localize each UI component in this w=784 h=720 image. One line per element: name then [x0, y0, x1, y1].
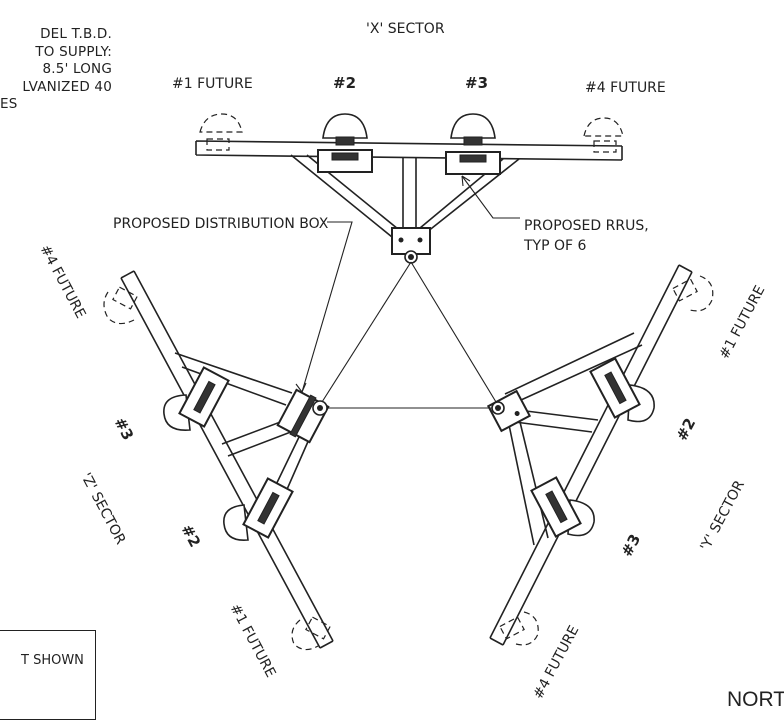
- note-line: ES: [0, 96, 18, 112]
- north-label: NORT: [727, 688, 784, 711]
- x-sector-label: 'X' SECTOR: [366, 21, 445, 37]
- x-sector-assembly: [195, 113, 624, 264]
- y-mount-plate: [486, 389, 532, 433]
- distribution-box-callout: PROPOSED DISTRIBUTION BOX: [113, 216, 329, 232]
- x-position-3-label: #3: [465, 74, 488, 92]
- y-future-antenna-1: [672, 275, 714, 312]
- rrus-callout-line1: PROPOSED RRUS,: [524, 218, 649, 234]
- y-position-4-label: #4 FUTURE: [530, 623, 582, 702]
- distribution-box: [276, 388, 330, 444]
- x-antenna-3: [445, 113, 501, 175]
- y-position-3-label: #3: [618, 531, 645, 560]
- z-position-3-label: #3: [110, 414, 137, 443]
- z-position-1-label: #1 FUTURE: [226, 601, 278, 680]
- tie-cables: [321, 261, 497, 409]
- z-position-4-label: #4 FUTURE: [36, 242, 88, 321]
- x-future-antenna-4: [583, 117, 624, 153]
- x-future-antenna-1: [199, 113, 243, 151]
- x-antenna-2: [317, 113, 373, 173]
- note-line: LVANIZED 40: [22, 78, 112, 95]
- z-antenna-2: [223, 477, 294, 541]
- rrus-callout-line2: TYP OF 6: [523, 238, 587, 254]
- general-notes: DEL T.B.D. TO SUPPLY: 8.5' LONG LVANIZED…: [0, 26, 112, 114]
- x-mount-plate: [391, 227, 431, 255]
- x-position-2-label: #2: [333, 74, 356, 92]
- note-line: 8.5' LONG: [42, 61, 112, 77]
- legend-text: T SHOWN: [21, 653, 84, 668]
- x-position-4-label: #4 FUTURE: [585, 80, 666, 96]
- z-position-2-label: #2: [177, 521, 204, 550]
- callout-leaders: [295, 175, 520, 393]
- y-sector-label: 'Y' SECTOR: [697, 478, 748, 554]
- y-sector-assembly: [486, 264, 714, 646]
- y-position-2-label: #2: [673, 415, 700, 444]
- x-position-1-label: #1 FUTURE: [172, 76, 253, 92]
- y-antenna-3: [530, 476, 595, 538]
- z-sector-label: 'Z' SECTOR: [77, 470, 128, 547]
- legend-box: T SHOWN: [0, 630, 96, 720]
- note-line: DEL T.B.D.: [40, 26, 112, 42]
- z-future-antenna-1: [291, 616, 331, 651]
- note-line: TO SUPPLY:: [35, 43, 112, 60]
- y-position-1-label: #1 FUTURE: [716, 283, 768, 362]
- z-future-antenna-4: [103, 286, 138, 325]
- y-antenna-2: [589, 357, 655, 423]
- z-sector-assembly: [103, 270, 334, 651]
- z-antenna-3: [163, 366, 230, 431]
